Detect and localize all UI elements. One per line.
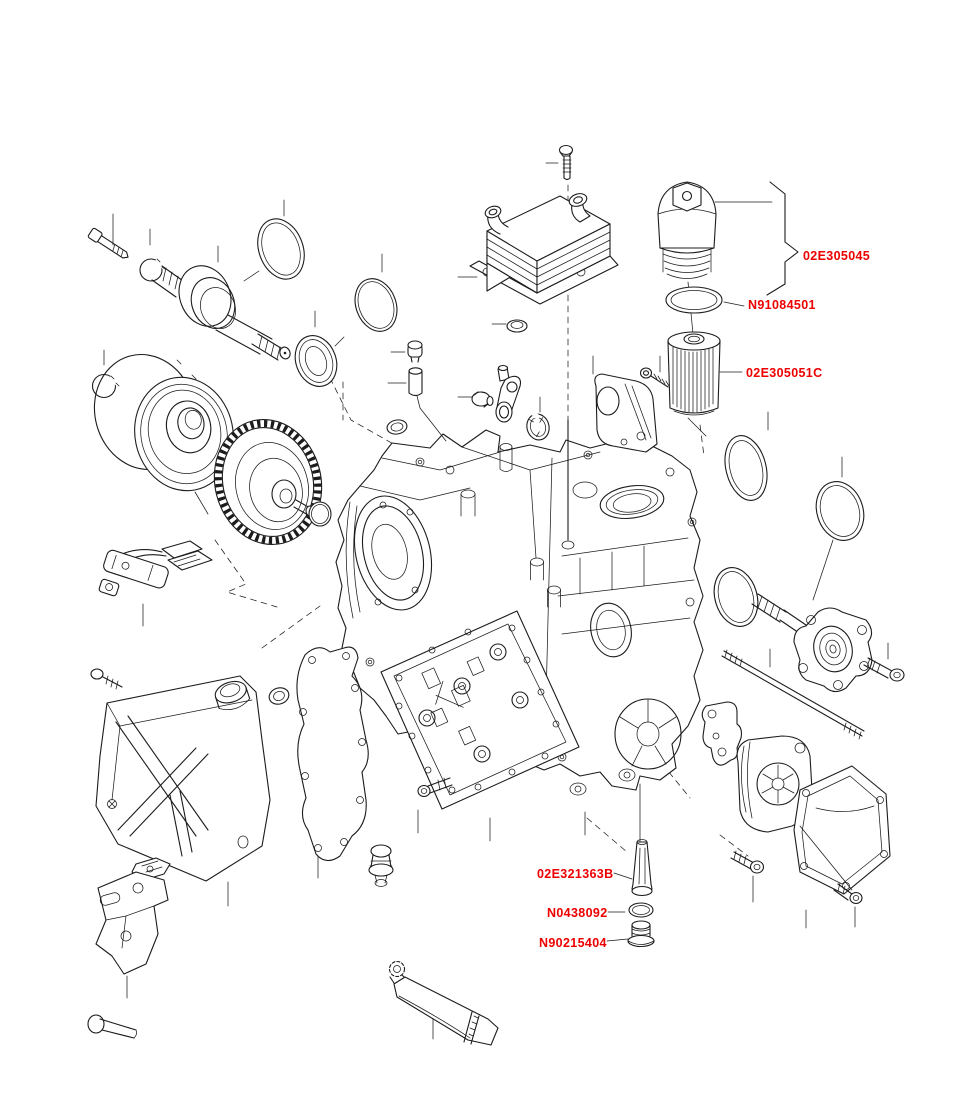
part-label-N0438092: N0438092 — [547, 906, 608, 920]
input-shaft — [151, 265, 291, 361]
breather-cap — [407, 340, 447, 442]
sealant-tube — [388, 960, 499, 1046]
bearing-ring-small — [386, 419, 408, 435]
filler-neck — [214, 680, 251, 711]
tube-o-ring — [628, 902, 654, 918]
cover-ribs — [115, 715, 209, 857]
drain-valve — [368, 844, 394, 887]
split-race-ring — [526, 411, 550, 441]
part-label-N91084501: N91084501 — [748, 298, 816, 312]
flange-bolt — [863, 657, 905, 682]
clutch-drum — [213, 418, 323, 546]
mount-bracket — [594, 367, 670, 453]
filter-housing-cap — [657, 181, 799, 296]
cover-gasket — [296, 646, 369, 862]
wiring-harness — [98, 540, 213, 597]
cooler-bolt — [558, 144, 574, 181]
cover-bolt — [833, 882, 863, 905]
support-bracket — [95, 871, 169, 975]
shaft-bolt — [87, 227, 129, 259]
drive-plate — [134, 376, 234, 492]
end-cover — [90, 668, 290, 882]
o-ring-shaft — [354, 278, 398, 332]
part-labels: 02E305045 N91084501 02E305051C 02E321363… — [537, 249, 870, 950]
seal-ring-right-1 — [724, 435, 768, 501]
drain-plug — [627, 920, 655, 948]
cover-plug — [268, 687, 290, 705]
seal-ring-right-2 — [815, 481, 865, 541]
label-leader-lines — [606, 872, 633, 942]
input-shaft-assembly — [87, 218, 398, 387]
part-label-02E321363B: 02E321363B — [537, 867, 613, 881]
valve-body — [380, 610, 580, 810]
filter-element — [667, 331, 743, 416]
part-label-02E305051C: 02E305051C — [746, 366, 822, 380]
seal-ring-large — [257, 218, 305, 280]
o-ring-drum — [308, 501, 332, 527]
shaft-clip — [139, 258, 166, 282]
oil-cooler — [469, 144, 619, 333]
valve-body-washers — [418, 643, 529, 763]
stud-bolt-long — [721, 649, 865, 740]
bracket-bolt — [639, 367, 670, 388]
filter-o-ring — [665, 286, 745, 314]
pump-bolt — [730, 850, 765, 874]
strap-loop — [87, 1014, 138, 1039]
overflow-tube — [631, 783, 653, 897]
aux-pump — [730, 735, 813, 874]
output-flange-assembly — [721, 593, 905, 740]
cover-bolt-topleft — [90, 668, 123, 690]
aux-gasket — [701, 701, 743, 766]
seal-ring-right-3 — [713, 567, 759, 627]
shaft-seal — [294, 335, 338, 387]
valve-body-bolt — [417, 777, 453, 798]
part-label-N90215404: N90215404 — [539, 936, 607, 950]
rear-cover-plate — [793, 765, 891, 905]
part-label-02E305045: 02E305045 — [803, 249, 870, 263]
circlip-small — [91, 373, 120, 399]
selector-lever — [471, 364, 522, 423]
